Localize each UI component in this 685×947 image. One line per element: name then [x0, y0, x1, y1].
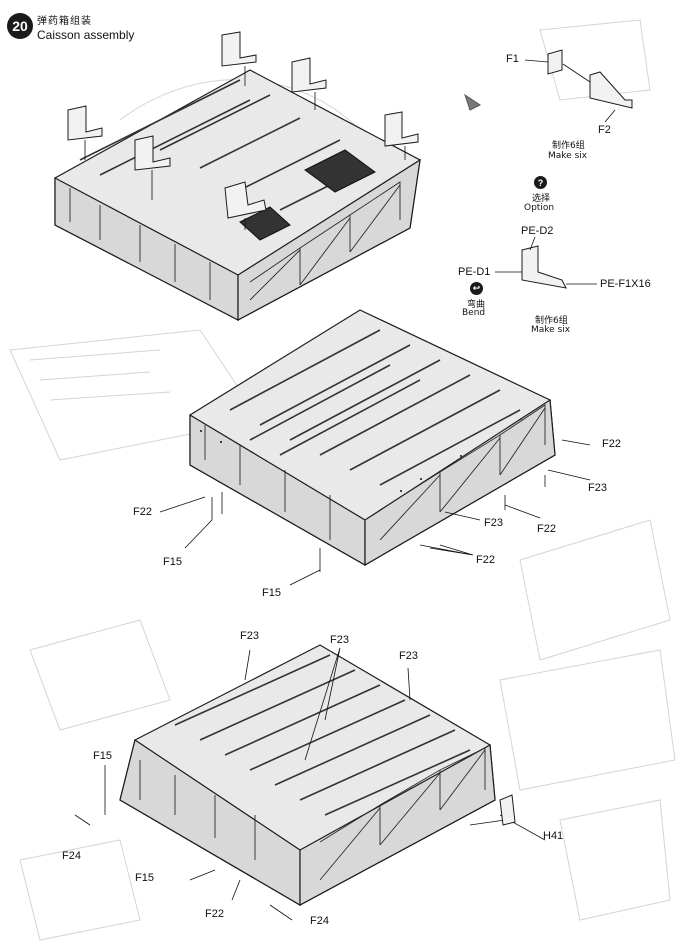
- label-f23-b: F23: [330, 634, 349, 646]
- callout-f2: F2: [598, 124, 611, 136]
- bend-zh: 弯曲: [467, 300, 486, 310]
- label-f22-bottom: F22: [205, 908, 224, 920]
- label-f22-right-mid: F22: [537, 523, 556, 535]
- label-f15-bottom: F15: [135, 872, 154, 884]
- callout-f1: F1: [506, 53, 519, 65]
- make-six-zh-2: 制作6组: [535, 316, 568, 326]
- label-f22-left: F22: [133, 506, 152, 518]
- label-f22-bottom: F22: [476, 554, 495, 566]
- bend-arrow-icon: ↩: [470, 282, 483, 295]
- label-f24-bottom: F24: [310, 915, 329, 927]
- top-caisson-assembly: [54, 31, 421, 322]
- label-f23-a: F23: [240, 630, 259, 642]
- label-f22-right-top: F22: [602, 438, 621, 450]
- question-mark-icon: ?: [534, 176, 547, 189]
- lower-caisson-assembly: [74, 644, 546, 921]
- make-six-zh-1: 制作6组: [552, 141, 585, 151]
- pe-d2-callout: [495, 236, 597, 289]
- callout-pe-d2: PE-D2: [521, 225, 554, 237]
- label-f23-right: F23: [588, 482, 607, 494]
- callout-pe-f1x16: PE-F1X16: [600, 278, 651, 290]
- label-f15-left: F15: [163, 556, 182, 568]
- step-title-chinese: 弹药箱组装: [37, 16, 92, 27]
- option-zh: 选择: [532, 194, 551, 204]
- make-six-en-1: Make six: [548, 151, 588, 161]
- f1-f2-callout: [464, 49, 633, 123]
- bend-en: Bend: [462, 308, 486, 318]
- step-title-english: Caisson assembly: [37, 28, 135, 42]
- label-f23-c: F23: [399, 650, 418, 662]
- label-f23-mid: F23: [484, 517, 503, 529]
- label-f15-bottom: F15: [262, 587, 281, 599]
- step-number-badge: 20: [7, 13, 33, 39]
- make-six-en-2: Make six: [531, 325, 571, 335]
- callout-pe-d1: PE-D1: [458, 266, 491, 278]
- label-f15-left: F15: [93, 750, 112, 762]
- middle-caisson-assembly: [159, 309, 591, 586]
- label-f24-left: F24: [62, 850, 81, 862]
- label-h41: H41: [543, 830, 564, 842]
- option-en: Option: [524, 203, 555, 213]
